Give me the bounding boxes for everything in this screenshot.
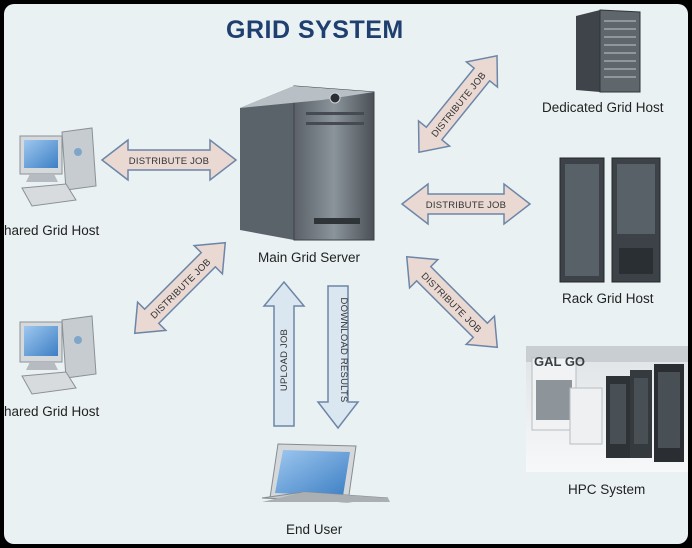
hpc-system-label: HPC System	[568, 482, 646, 497]
arrow-distribute-job-5-label: DISTRIBUTE JOB	[419, 271, 484, 336]
rack-host-icon	[559, 157, 661, 283]
diagram-canvas: GAL GO DISTRIBUTE JOB DISTRIBUTE JOB DIS…	[19, 9, 688, 503]
dedicated-host-icon	[576, 9, 641, 93]
diagram-title: GRID SYSTEM	[226, 16, 404, 44]
grid-system-diagram: GRID SYSTEM	[4, 4, 688, 544]
end-user-label: End User	[286, 522, 343, 537]
dedicated-host-label: Dedicated Grid Host	[542, 100, 664, 115]
rack-host-label: Rack Grid Host	[562, 291, 654, 306]
arrow-distribute-job-1: DISTRIBUTE JOB	[100, 138, 238, 182]
main-server-label: Main Grid Server	[258, 250, 361, 265]
arrow-distribute-job-3: DISTRIBUTE JOB	[417, 54, 499, 154]
hpc-system-icon: GAL GO	[526, 346, 688, 472]
arrow-distribute-job-4-label: DISTRIBUTE JOB	[149, 257, 214, 322]
arrow-upload-job: UPLOAD JOB	[262, 280, 306, 427]
arrow-upload-job-label: UPLOAD JOB	[279, 329, 290, 391]
shared-host-1-label: hared Grid Host	[4, 223, 100, 238]
shared-host-1-icon	[19, 127, 97, 207]
end-user-laptop-icon	[261, 443, 390, 503]
arrow-distribute-job-5: DISTRIBUTE JOB	[405, 255, 499, 349]
arrow-distribute-job-2-label: DISTRIBUTE JOB	[426, 200, 506, 211]
arrow-distribute-job-2: DISTRIBUTE JOB	[400, 182, 532, 226]
arrow-distribute-job-3-label: DISTRIBUTE JOB	[430, 70, 489, 139]
arrow-distribute-job-1-label: DISTRIBUTE JOB	[129, 156, 209, 167]
main-server-icon	[240, 85, 375, 241]
hpc-logo: GAL GO	[534, 354, 585, 369]
arrow-distribute-job-4: DISTRIBUTE JOB	[133, 241, 227, 335]
shared-host-2-icon	[19, 315, 97, 395]
arrow-download-results-label: DOWNLOAD RESULTS	[338, 298, 349, 403]
arrow-download-results: DOWNLOAD RESULTS	[316, 285, 360, 430]
shared-host-2-label: hared Grid Host	[4, 404, 100, 419]
